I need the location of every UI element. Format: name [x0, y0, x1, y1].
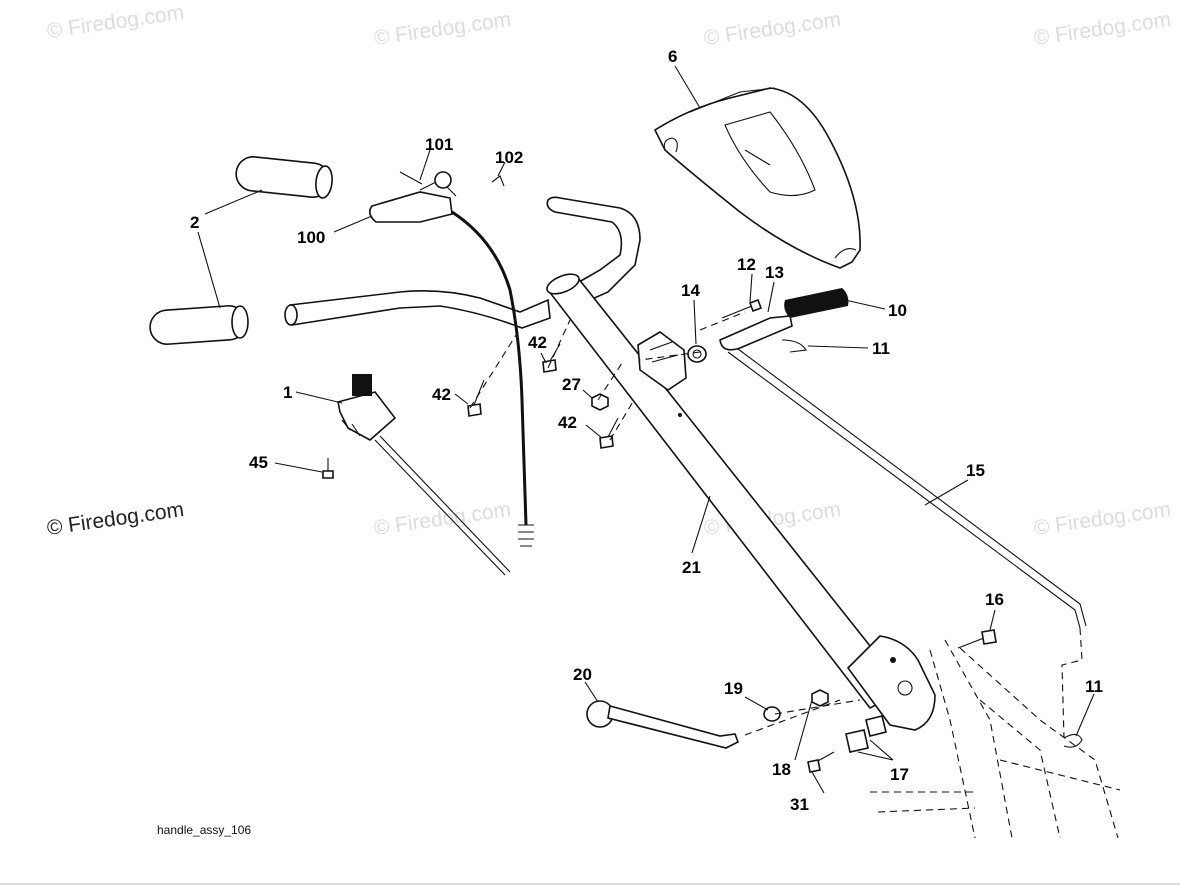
callout-part-18: 18 [772, 760, 791, 779]
watermark: © Firedog.com [45, 1, 185, 43]
callout-part-15: 15 [966, 461, 985, 480]
callout-part-1: 1 [283, 383, 292, 402]
watermark-row-middle: © Firedog.com © Firedog.com © Firedog.co… [45, 498, 1172, 540]
callout-part-16: 16 [985, 590, 1004, 609]
watermark: © Firedog.com [1032, 8, 1172, 50]
callout-part-42: 42 [528, 333, 547, 352]
diagram-caption: handle_assy_106 [157, 823, 251, 837]
callout-part-42: 42 [432, 385, 451, 404]
callout-part-31: 31 [790, 795, 809, 814]
callout-part-2: 2 [190, 213, 199, 232]
cover-shroud-part [653, 87, 861, 269]
shift-rod-part [727, 345, 1087, 629]
lever-knob-part [699, 288, 849, 351]
watermark: © Firedog.com [702, 8, 842, 50]
callout-part-21: 21 [682, 558, 701, 577]
callout-labels: 2 101 102 100 1 45 42 42 27 42 6 12 13 1… [190, 47, 1103, 814]
callout-part-101: 101 [425, 135, 453, 154]
shift-bracket-part [637, 331, 687, 391]
handle-tube-part [546, 273, 936, 731]
handlebar-part [284, 196, 641, 329]
tiller-frame-part [870, 639, 1121, 839]
callout-part-20: 20 [573, 665, 592, 684]
callout-part-17: 17 [890, 765, 909, 784]
callout-part-11: 11 [1085, 677, 1103, 696]
callout-part-6: 6 [668, 47, 677, 66]
callout-part-19: 19 [724, 679, 743, 698]
callout-part-11: 11 [872, 339, 890, 358]
assembly-lines [469, 319, 1083, 739]
leader-lines [197, 65, 1095, 794]
shift-lever-part [586, 699, 841, 749]
callout-part-45: 45 [249, 453, 268, 472]
hardware-parts [322, 339, 1083, 773]
watermark: © Firedog.com [372, 498, 512, 540]
callout-part-14: 14 [681, 281, 700, 300]
watermark-row-top: © Firedog.com © Firedog.com © Firedog.co… [45, 1, 1172, 50]
watermark: © Firedog.com [1032, 498, 1172, 540]
bracket-rod-part [337, 374, 511, 576]
callout-part-27: 27 [562, 375, 581, 394]
handle-grips [149, 156, 333, 345]
watermark: © Firedog.com [45, 498, 185, 540]
callout-part-100: 100 [297, 228, 325, 247]
callout-part-42: 42 [558, 413, 577, 432]
callout-part-12: 12 [737, 255, 756, 274]
control-cable-part [368, 171, 534, 547]
callout-part-102: 102 [495, 148, 523, 167]
callout-part-13: 13 [765, 263, 784, 282]
watermark: © Firedog.com [372, 8, 512, 50]
callout-part-10: 10 [888, 301, 907, 320]
